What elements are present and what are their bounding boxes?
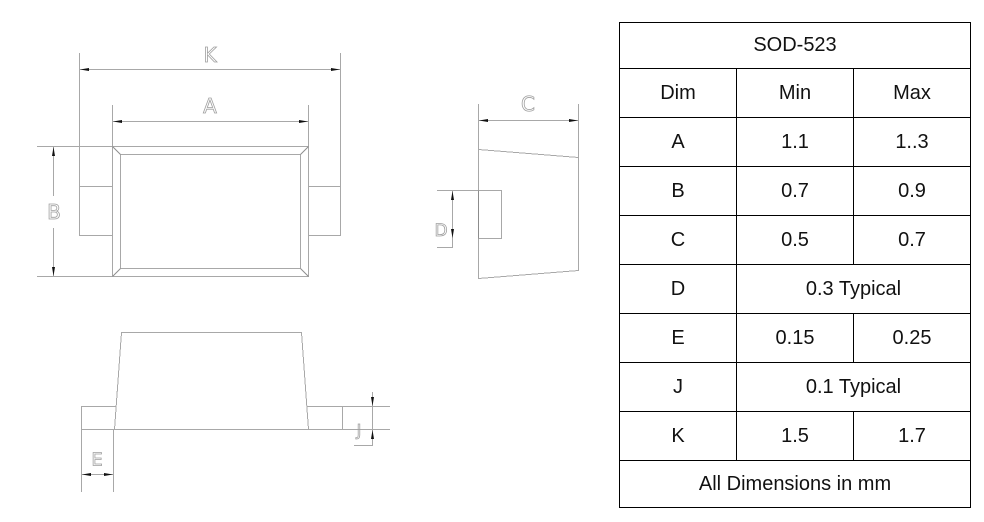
header-max: Max bbox=[853, 68, 971, 118]
table-title-row: SOD-523 bbox=[619, 22, 971, 69]
header-min: Min bbox=[736, 68, 854, 118]
arrowhead bbox=[451, 191, 454, 200]
cell-max: 0.25 bbox=[853, 313, 971, 363]
chamfer-line bbox=[300, 146, 309, 155]
cell-min: 0.7 bbox=[736, 166, 854, 216]
arrowhead bbox=[331, 68, 340, 71]
package-outline-drawing: K A B C D bbox=[37, 43, 579, 492]
front-right-lead bbox=[307, 406, 343, 429]
cell-max: 1.7 bbox=[853, 411, 971, 461]
arrowhead bbox=[52, 147, 55, 156]
dimensions-table: SOD-523 Dim Min Max A 1.1 1..3 B 0.7 0.9… bbox=[619, 22, 971, 508]
cell-typical: 0.3 Typical bbox=[736, 264, 971, 314]
cell-dim: J bbox=[619, 362, 737, 412]
label-d: D bbox=[434, 221, 447, 241]
cell-dim: B bbox=[619, 166, 737, 216]
arrowhead bbox=[371, 430, 374, 439]
cell-max: 0.7 bbox=[853, 215, 971, 265]
cell-min: 1.1 bbox=[736, 117, 854, 167]
left-lead bbox=[79, 186, 113, 236]
arrowhead bbox=[52, 267, 55, 276]
cell-typical: 0.1 Typical bbox=[736, 362, 971, 412]
package-title: SOD-523 bbox=[619, 22, 971, 69]
arrowhead bbox=[82, 473, 91, 476]
right-lead bbox=[308, 186, 341, 236]
arrowhead bbox=[299, 120, 308, 123]
side-view: C D bbox=[434, 92, 579, 280]
cell-dim: K bbox=[619, 411, 737, 461]
cell-dim: D bbox=[619, 264, 737, 314]
cell-dim: C bbox=[619, 215, 737, 265]
table-row: E 0.15 0.25 bbox=[619, 313, 971, 363]
arrowhead bbox=[451, 229, 454, 238]
arrowhead bbox=[113, 120, 122, 123]
label-a: A bbox=[203, 94, 217, 118]
side-body-outline bbox=[478, 148, 579, 280]
cell-max: 1..3 bbox=[853, 117, 971, 167]
arrowhead bbox=[80, 68, 89, 71]
chamfer-line bbox=[112, 146, 121, 155]
arrowhead bbox=[371, 397, 374, 406]
front-view: E J bbox=[81, 332, 390, 492]
front-left-lead bbox=[81, 406, 116, 429]
table-row: B 0.7 0.9 bbox=[619, 166, 971, 216]
body-inner-outline bbox=[120, 154, 301, 269]
body-outer-outline bbox=[112, 146, 309, 277]
cell-dim: A bbox=[619, 117, 737, 167]
cell-max: 0.9 bbox=[853, 166, 971, 216]
label-b: B bbox=[47, 200, 61, 224]
arrowhead bbox=[104, 473, 113, 476]
table-row: J 0.1 Typical bbox=[619, 362, 971, 412]
cell-dim: E bbox=[619, 313, 737, 363]
table-row: A 1.1 1..3 bbox=[619, 117, 971, 167]
arrowhead bbox=[479, 119, 488, 122]
label-c: C bbox=[521, 92, 535, 116]
table-row: C 0.5 0.7 bbox=[619, 215, 971, 265]
chamfer-line bbox=[112, 268, 121, 277]
label-k: K bbox=[203, 43, 217, 67]
side-lead bbox=[478, 190, 502, 239]
cell-min: 1.5 bbox=[736, 411, 854, 461]
table-footer-row: All Dimensions in mm bbox=[619, 460, 971, 508]
top-view: K A B bbox=[37, 43, 341, 277]
cell-min: 0.15 bbox=[736, 313, 854, 363]
header-dim: Dim bbox=[619, 68, 737, 118]
table-row: D 0.3 Typical bbox=[619, 264, 971, 314]
table-row: K 1.5 1.7 bbox=[619, 411, 971, 461]
cell-min: 0.5 bbox=[736, 215, 854, 265]
chamfer-line bbox=[300, 268, 309, 277]
arrowhead bbox=[569, 119, 578, 122]
front-body-outline bbox=[113, 332, 310, 430]
label-e: E bbox=[91, 450, 102, 471]
label-j: J bbox=[356, 421, 362, 440]
units-note: All Dimensions in mm bbox=[619, 460, 971, 508]
table-header-row: Dim Min Max bbox=[619, 68, 971, 118]
